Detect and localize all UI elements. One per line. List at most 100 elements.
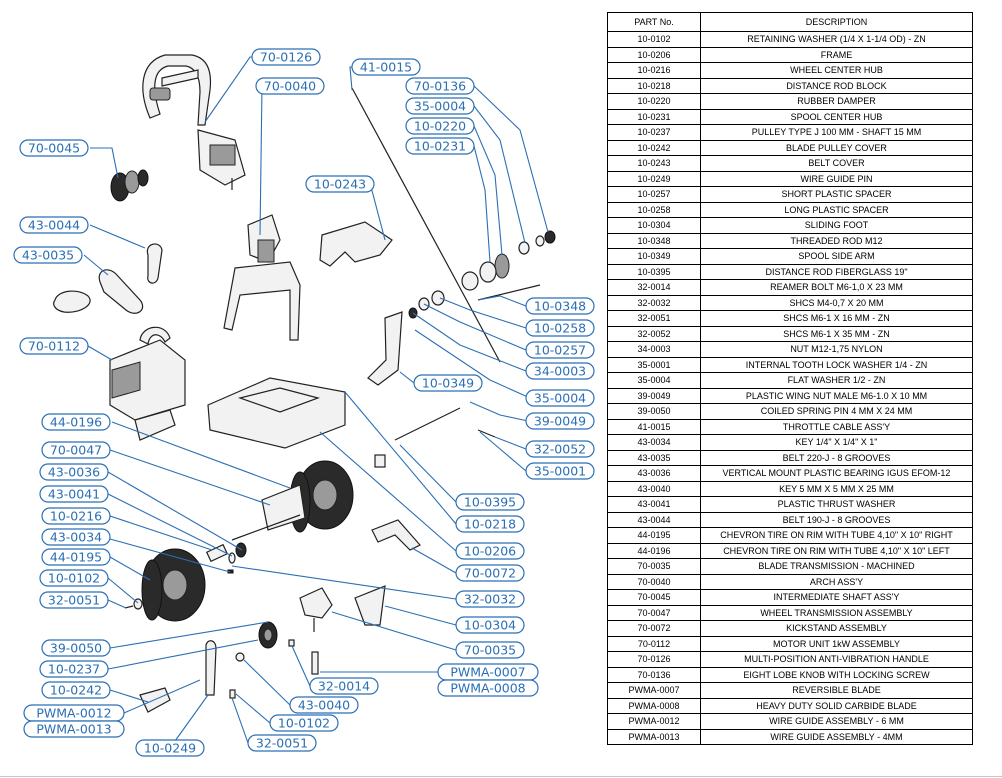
- description-cell: BELT COVER: [700, 155, 973, 172]
- description-cell: BLADE PULLEY COVER: [700, 139, 973, 156]
- callout-32-0032: 32-0032: [455, 590, 525, 608]
- description-cell: PLASTIC THRUST WASHER: [700, 496, 973, 513]
- callout-70-0126: 70-0126: [251, 48, 321, 66]
- svg-text:10-0304: 10-0304: [464, 618, 516, 633]
- part-number-cell: 10-0395: [607, 263, 701, 280]
- callout-10-0258: 10-0258: [525, 319, 595, 337]
- part-number-cell: 70-0035: [607, 558, 701, 575]
- description-cell: KICKSTAND ASSEMBLY: [700, 620, 973, 637]
- svg-text:39-0050: 39-0050: [50, 641, 102, 656]
- description-cell: WIRE GUIDE ASSEMBLY - 6 MM: [700, 713, 973, 730]
- svg-text:32-0014: 32-0014: [318, 679, 370, 694]
- callout-10-0102-bottom: 10-0102: [269, 714, 339, 732]
- callout-43-0036: 43-0036: [39, 463, 109, 481]
- callout-70-0040: 70-0040: [255, 77, 325, 95]
- part-number-cell: 10-0206: [607, 46, 701, 63]
- svg-text:PWMA-0008: PWMA-0008: [450, 681, 525, 696]
- callout-43-0040: 43-0040: [289, 696, 359, 714]
- part-number-cell: 70-0136: [607, 666, 701, 683]
- arch-drawing: [223, 214, 301, 341]
- part-number-cell: 10-0102: [607, 31, 701, 48]
- description-cell: HEAVY DUTY SOLID CARBIDE BLADE: [700, 697, 973, 714]
- wheel-transmission-drawing: [231, 484, 306, 541]
- svg-text:10-0220: 10-0220: [414, 119, 466, 134]
- description-cell: COILED SPRING PIN 4 MM X 24 MM: [700, 403, 973, 420]
- svg-text:43-0035: 43-0035: [22, 248, 74, 263]
- part-number-cell: 41-0015: [607, 418, 701, 435]
- description-cell: DISTANCE ROD BLOCK: [700, 77, 973, 94]
- svg-text:43-0036: 43-0036: [48, 465, 100, 480]
- part-number-cell: 10-0237: [607, 124, 701, 141]
- callout-pwma-0007: PWMA-0007: [437, 663, 539, 681]
- part-number-cell: 39-0050: [607, 403, 701, 420]
- svg-text:32-0051: 32-0051: [256, 736, 308, 751]
- callout-70-0045: 70-0045: [19, 139, 89, 157]
- svg-text:70-0035: 70-0035: [464, 643, 516, 658]
- description-cell: FLAT WASHER 1/2 - ZN: [700, 372, 973, 389]
- intermediate-shaft-drawing: [110, 169, 149, 202]
- description-cell: LONG PLASTIC SPACER: [700, 201, 973, 218]
- callout-70-0047: 70-0047: [41, 441, 111, 459]
- svg-text:35-0001: 35-0001: [534, 464, 586, 479]
- part-number-cell: 10-0349: [607, 248, 701, 265]
- svg-text:35-0004: 35-0004: [414, 99, 466, 114]
- callout-35-0001: 35-0001: [525, 462, 595, 480]
- description-cell: RUBBER DAMPER: [700, 93, 973, 110]
- description-cell: FRAME: [700, 46, 973, 63]
- svg-text:35-0004: 35-0004: [534, 391, 586, 406]
- description-cell: WIRE GUIDE PIN: [700, 170, 973, 187]
- part-number-cell: 43-0044: [607, 511, 701, 528]
- callout-10-0102-left: 10-0102: [39, 569, 109, 587]
- part-number-cell: PWMA-0007: [607, 682, 701, 699]
- part-number-cell: 10-0220: [607, 93, 701, 110]
- part-number-cell: 35-0004: [607, 372, 701, 389]
- description-cell: EIGHT LOBE KNOB WITH LOCKING SCREW: [700, 666, 973, 683]
- part-number-cell: PWMA-0008: [607, 697, 701, 714]
- callout-43-0041: 43-0041: [39, 485, 109, 503]
- callout-10-0257: 10-0257: [525, 341, 595, 359]
- callout-70-0035: 70-0035: [455, 641, 525, 659]
- handle-drawing: [142, 54, 246, 190]
- svg-text:70-0040: 70-0040: [264, 79, 316, 94]
- part-number-cell: 35-0001: [607, 356, 701, 373]
- description-cell: SHORT PLASTIC SPACER: [700, 186, 973, 203]
- part-number-cell: 10-0243: [607, 155, 701, 172]
- svg-text:43-0041: 43-0041: [48, 487, 100, 502]
- svg-text:32-0032: 32-0032: [464, 592, 516, 607]
- callout-43-0044: 43-0044: [19, 216, 89, 234]
- description-cell: PLASTIC WING NUT MALE M6-1.0 X 10 MM: [700, 387, 973, 404]
- callout-43-0035: 43-0035: [13, 246, 83, 264]
- part-number-cell: 70-0040: [607, 573, 701, 590]
- part-number-cell: 43-0041: [607, 496, 701, 513]
- callout-39-0050: 39-0050: [41, 639, 111, 657]
- pulley-drawing: [139, 621, 319, 713]
- callout-70-0112: 70-0112: [19, 337, 89, 355]
- description-cell: MOTOR UNIT 1kW ASSEMBLY: [700, 635, 973, 652]
- description-cell: CHEVRON TIRE ON RIM WITH TUBE 4,10" X 10…: [700, 527, 973, 544]
- part-number-cell: 43-0040: [607, 480, 701, 497]
- svg-text:10-0218: 10-0218: [464, 517, 516, 532]
